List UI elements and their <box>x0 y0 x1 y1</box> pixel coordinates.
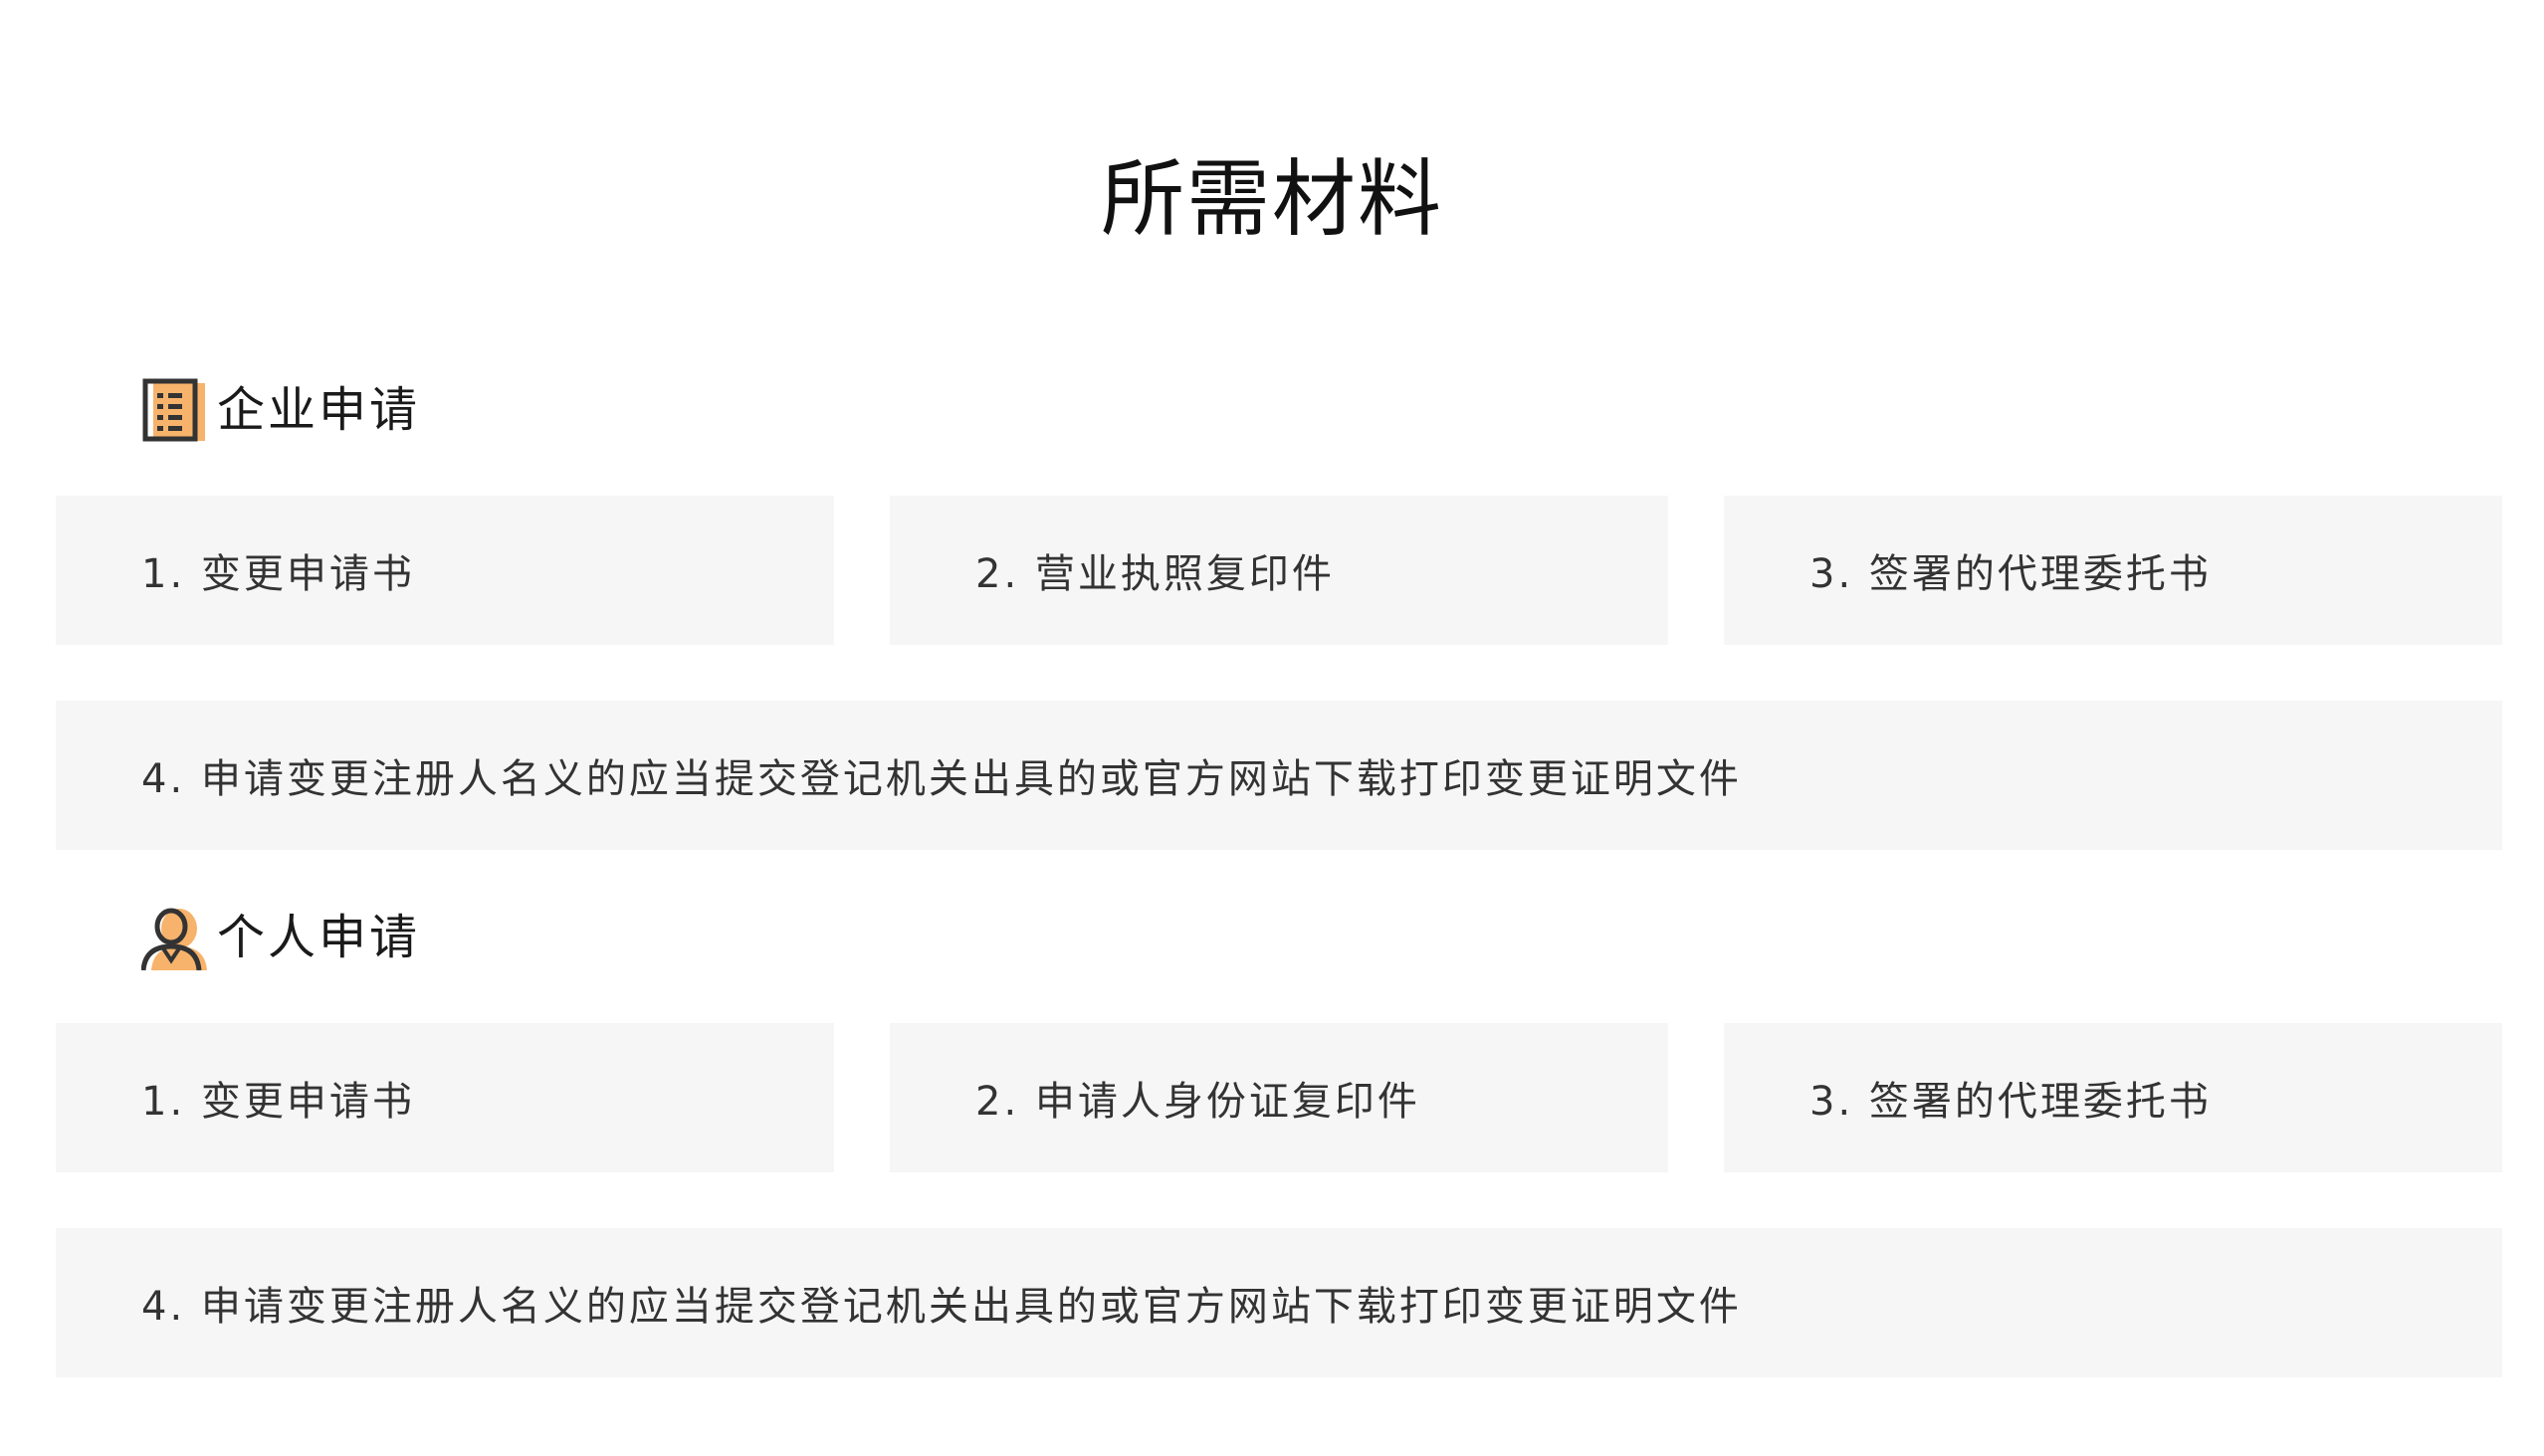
section-label-personal: 个人申请 <box>217 910 421 965</box>
material-item-text: 3. 签署的代理委托书 <box>1809 551 2212 597</box>
material-item-text: 1. 变更申请书 <box>141 1079 415 1125</box>
material-item-text: 2. 营业执照复印件 <box>975 551 1335 597</box>
section-header-personal: 个人申请 <box>140 902 421 973</box>
material-card-personal-2: 2. 申请人身份证复印件 <box>890 1023 1668 1172</box>
material-card-enterprise-1: 1. 变更申请书 <box>56 496 834 645</box>
material-card-personal-3: 3. 签署的代理委托书 <box>1724 1023 2502 1172</box>
material-card-enterprise-3: 3. 签署的代理委托书 <box>1724 496 2502 645</box>
section-label-enterprise: 企业申请 <box>217 382 421 438</box>
material-item-text: 4. 申请变更注册人名义的应当提交登记机关出具的或官方网站下载打印变更证明文件 <box>141 1284 1742 1330</box>
material-card-enterprise-4: 4. 申请变更注册人名义的应当提交登记机关出具的或官方网站下载打印变更证明文件 <box>56 701 2502 850</box>
material-card-personal-1: 1. 变更申请书 <box>56 1023 834 1172</box>
material-item-text: 2. 申请人身份证复印件 <box>975 1079 1420 1125</box>
section-header-enterprise: 企业申请 <box>141 374 420 446</box>
material-item-text: 4. 申请变更注册人名义的应当提交登记机关出具的或官方网站下载打印变更证明文件 <box>141 756 1742 802</box>
material-item-text: 1. 变更申请书 <box>141 551 415 597</box>
page-title: 所需材料 <box>1100 150 1443 248</box>
material-item-text: 3. 签署的代理委托书 <box>1809 1079 2212 1125</box>
material-card-personal-4: 4. 申请变更注册人名义的应当提交登记机关出具的或官方网站下载打印变更证明文件 <box>56 1228 2502 1377</box>
material-card-enterprise-2: 2. 营业执照复印件 <box>890 496 1668 645</box>
person-icon <box>140 905 207 971</box>
building-icon <box>141 377 207 443</box>
